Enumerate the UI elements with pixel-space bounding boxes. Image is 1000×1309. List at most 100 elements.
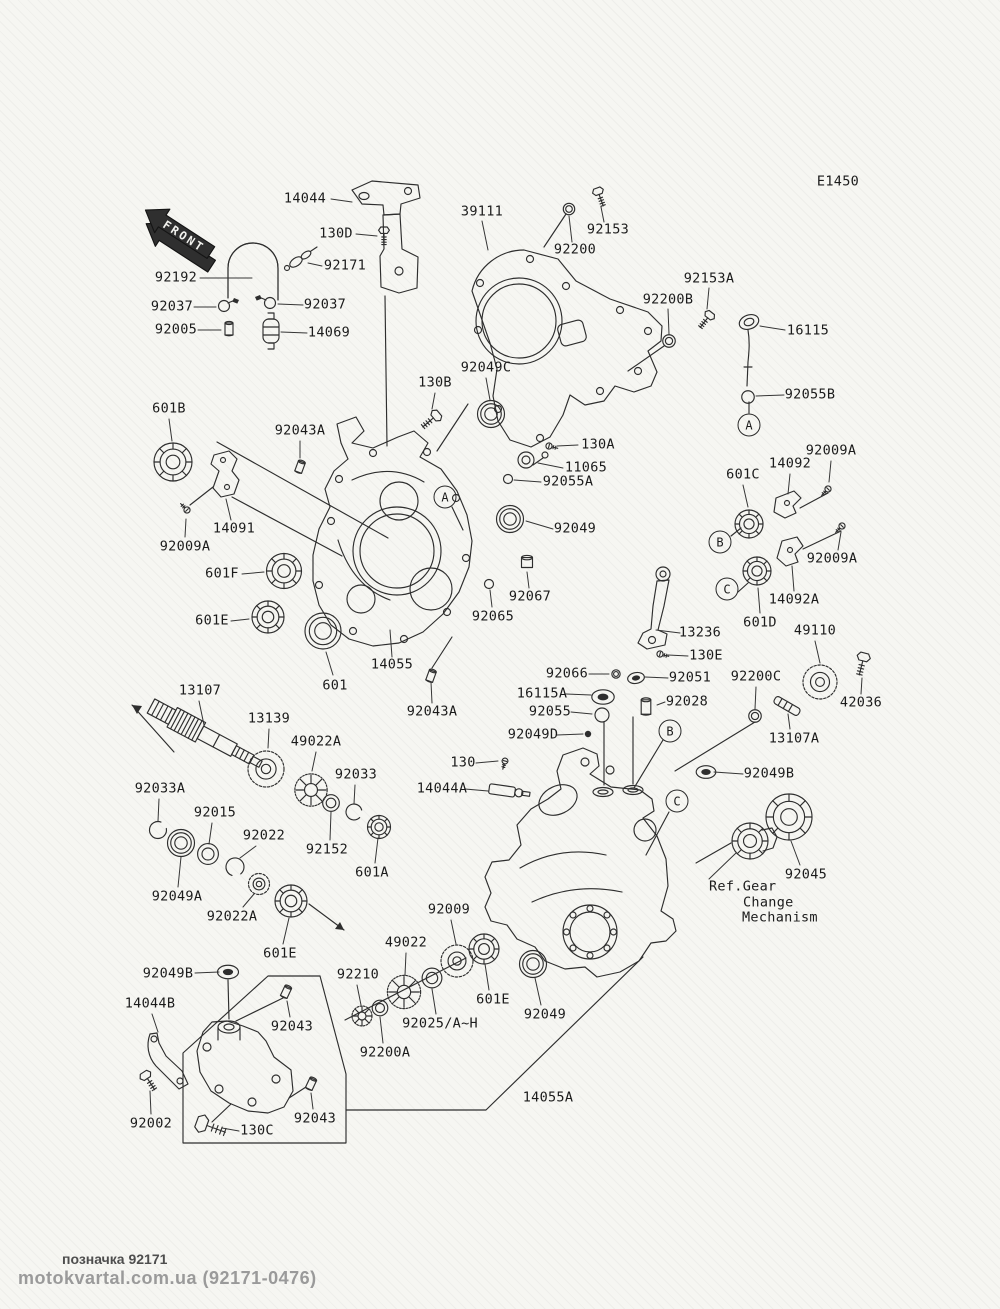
leader-line — [829, 461, 831, 482]
part-label: 601E — [476, 991, 510, 1008]
part-label: 14055A — [522, 1089, 574, 1106]
leader-line — [287, 1001, 290, 1017]
part-label: 49110 — [793, 622, 837, 639]
part-label: 42036 — [839, 694, 883, 711]
oring-92055A-art — [502, 473, 514, 485]
leader-line — [222, 1128, 239, 1131]
ref-marker-a: A — [433, 485, 457, 509]
leader-line — [185, 519, 186, 537]
plug-92049D-art — [584, 730, 592, 738]
clutch-housing-art — [313, 417, 472, 646]
part-label: 39111 — [460, 203, 504, 220]
leader-line — [526, 521, 553, 529]
seal-92049C-art — [476, 399, 506, 429]
leader-line — [514, 480, 541, 482]
leader-line — [815, 641, 820, 663]
part-label: 601A — [355, 864, 389, 881]
bracket-14044B-art — [148, 1033, 188, 1089]
ref-marker-b: B — [708, 530, 732, 554]
part-label: 92009A — [805, 442, 857, 459]
part-label: 13107A — [768, 730, 820, 747]
part-label: 14092 — [768, 455, 812, 472]
leader-line — [178, 857, 181, 887]
part-label: 130B — [418, 374, 452, 391]
leader-line — [861, 678, 862, 694]
rod-14044A-art — [488, 784, 530, 800]
part-label: 92033A — [134, 780, 186, 797]
part-label: 92192 — [154, 269, 198, 286]
part-label: 13139 — [247, 710, 291, 727]
part-label: 92153 — [586, 221, 630, 238]
part-label: 92171 — [323, 257, 367, 274]
bearing-601E-mid-art — [274, 884, 308, 918]
leader-line — [432, 989, 436, 1014]
part-label: 14055 — [370, 656, 414, 673]
screw-130-art — [499, 756, 510, 771]
gear-49022-art — [386, 974, 422, 1010]
part-label: 92055B — [784, 386, 836, 403]
screw-92009A-left-art — [177, 500, 192, 515]
part-label: 92210 — [336, 966, 380, 983]
leader-line — [657, 702, 665, 705]
leader-line — [231, 619, 249, 621]
part-label: 92043 — [270, 1018, 314, 1035]
leader-line — [375, 838, 378, 863]
part-label: 92033 — [334, 766, 378, 783]
part-label: 92049A — [151, 888, 203, 905]
leader-line — [268, 729, 269, 748]
leader-line — [743, 485, 748, 507]
leader-line — [656, 630, 680, 633]
part-label: 92022A — [206, 908, 258, 925]
leader-line — [756, 395, 784, 396]
seal-601-art — [303, 611, 343, 651]
part-label: 92022 — [242, 827, 286, 844]
part-label: 92015 — [193, 804, 237, 821]
leader-line — [150, 1091, 151, 1114]
grommet-92066-art — [611, 669, 621, 679]
cap-92049B-right-art — [695, 764, 717, 780]
dowel-92043-2-art — [304, 1075, 318, 1092]
oring-92065-art — [483, 578, 495, 590]
part-label: 92025/A~H — [402, 1015, 478, 1032]
leader-line — [758, 588, 760, 613]
part-label: 92049C — [460, 359, 512, 376]
ring-92152-art — [321, 793, 341, 813]
ring-92015-art — [196, 842, 220, 866]
part-label: 92065 — [471, 608, 515, 625]
leader-line — [788, 714, 790, 729]
leader-line — [482, 221, 488, 250]
part-label: 92009 — [427, 901, 471, 918]
ring-gear-92009-art — [440, 944, 474, 978]
dowel-92043A-2-art — [425, 667, 438, 684]
leader-line — [357, 985, 361, 1005]
part-label: 14092A — [768, 591, 820, 608]
clamp-92037-right-art — [255, 295, 276, 309]
washer-92200-art — [562, 202, 576, 216]
part-label: 13236 — [678, 624, 722, 641]
part-label: 11065 — [564, 459, 608, 476]
leader-line — [571, 712, 592, 714]
part-label: 601 — [322, 677, 348, 694]
pin-13107A-art — [773, 696, 801, 717]
lever-13236-art — [638, 567, 670, 649]
part-label: Mechanism — [742, 909, 818, 926]
part-label: 16115 — [786, 322, 830, 339]
cap-16115A-art — [590, 688, 616, 706]
leader-lines — [150, 199, 862, 1131]
part-label: 130E — [689, 647, 723, 664]
part-label: 92009A — [159, 538, 211, 555]
leader-line — [326, 652, 333, 675]
leader-line — [169, 419, 172, 441]
watermark-site: motokvartal.com.ua (92171-0476) — [18, 1268, 317, 1288]
part-label: 601E — [195, 612, 229, 629]
leader-line — [788, 474, 790, 494]
bearing-601B-art — [152, 441, 194, 483]
leader-line — [714, 772, 743, 774]
part-label: 14044 — [283, 190, 327, 207]
transmission-case-art — [485, 748, 676, 977]
shim-92025-art — [421, 967, 443, 989]
screw-92009A-r2-art — [832, 521, 847, 536]
link-92171-art — [285, 247, 318, 271]
part-label: 92049 — [523, 1006, 567, 1023]
